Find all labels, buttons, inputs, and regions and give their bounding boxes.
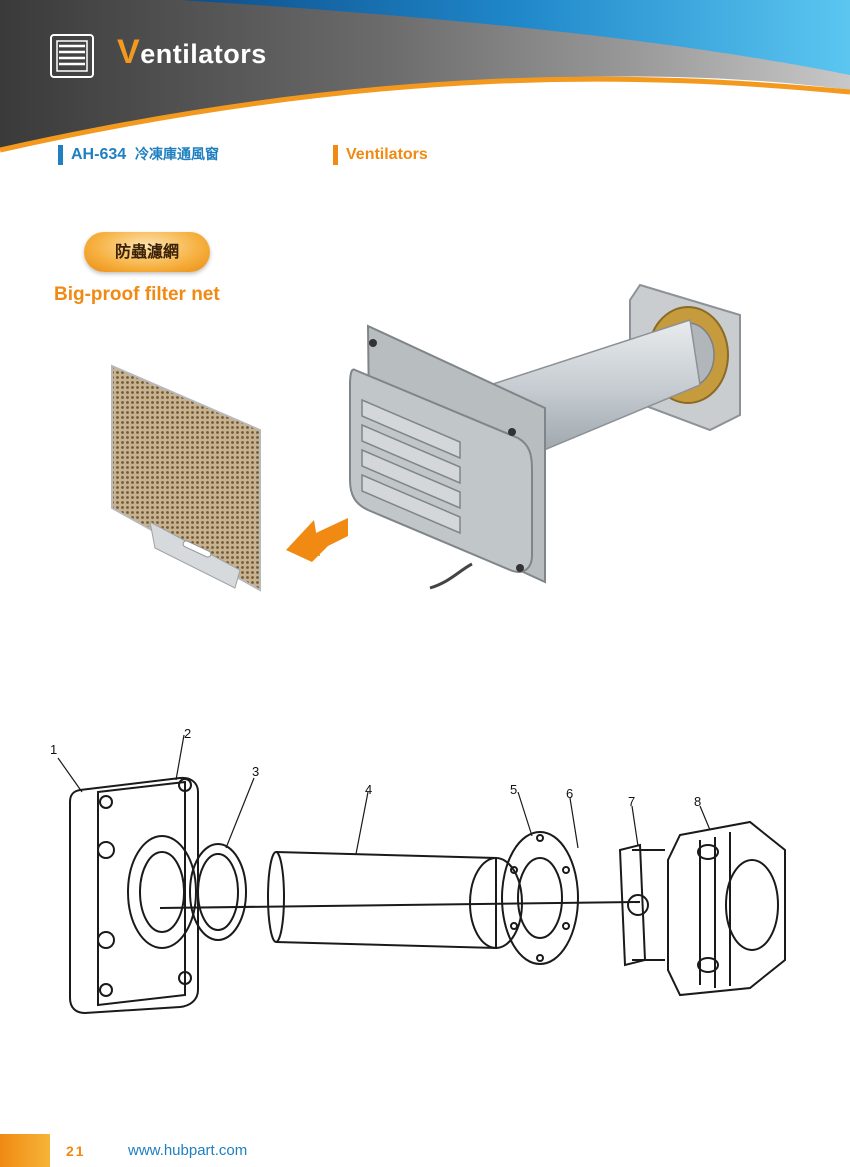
diagram-part-ring: [189, 843, 247, 941]
title-initial: V: [117, 33, 141, 71]
page-number: 21: [66, 1143, 86, 1159]
diagram-part-tube: [267, 851, 523, 950]
diagram-shaft: [159, 901, 641, 909]
footer-accent: [0, 1134, 50, 1167]
page-title: Ventilators: [117, 33, 267, 72]
header-banner: [0, 0, 850, 163]
callout-1: 1: [50, 742, 58, 757]
callout-3: 3: [252, 764, 260, 779]
callout-7: 7: [628, 794, 636, 809]
callout-8: 8: [694, 794, 702, 809]
callout-5: 5: [510, 782, 518, 797]
category-label: Ventilators: [346, 146, 428, 163]
website-link[interactable]: www.hubpart.com: [128, 1142, 248, 1159]
diagram-part-motor: [618, 843, 665, 967]
section-label-category: Ventilators: [333, 145, 428, 165]
section-marker: [333, 145, 338, 165]
diagram-part-fan-housing: [667, 820, 786, 997]
left-arrow-icon: [286, 518, 348, 562]
callout-4: 4: [365, 782, 373, 797]
section-marker: [58, 145, 63, 165]
feature-badge: 防蟲濾網: [84, 232, 210, 272]
callout-6: 6: [566, 786, 574, 801]
page-header: Ventilators: [0, 0, 850, 170]
diagram-part-housing: [69, 776, 199, 1015]
title-rest: entilators: [140, 39, 267, 69]
feature-caption: Big-proof filter net: [54, 284, 220, 305]
louver-vent-icon: [48, 32, 96, 80]
filter-net: [111, 364, 261, 592]
callout-2: 2: [184, 726, 192, 741]
power-cable: [429, 562, 473, 590]
product-code: AH-634: [71, 146, 127, 163]
product-photo: [111, 283, 741, 592]
diagram-part-gasket: [501, 831, 579, 965]
exploded-diagram: [57, 734, 786, 1015]
louver-housing: [349, 324, 546, 584]
product-name-cn: 冷凍庫通風窗: [135, 147, 220, 163]
section-label-product: AH-634 冷凍庫通風窗: [58, 145, 219, 165]
